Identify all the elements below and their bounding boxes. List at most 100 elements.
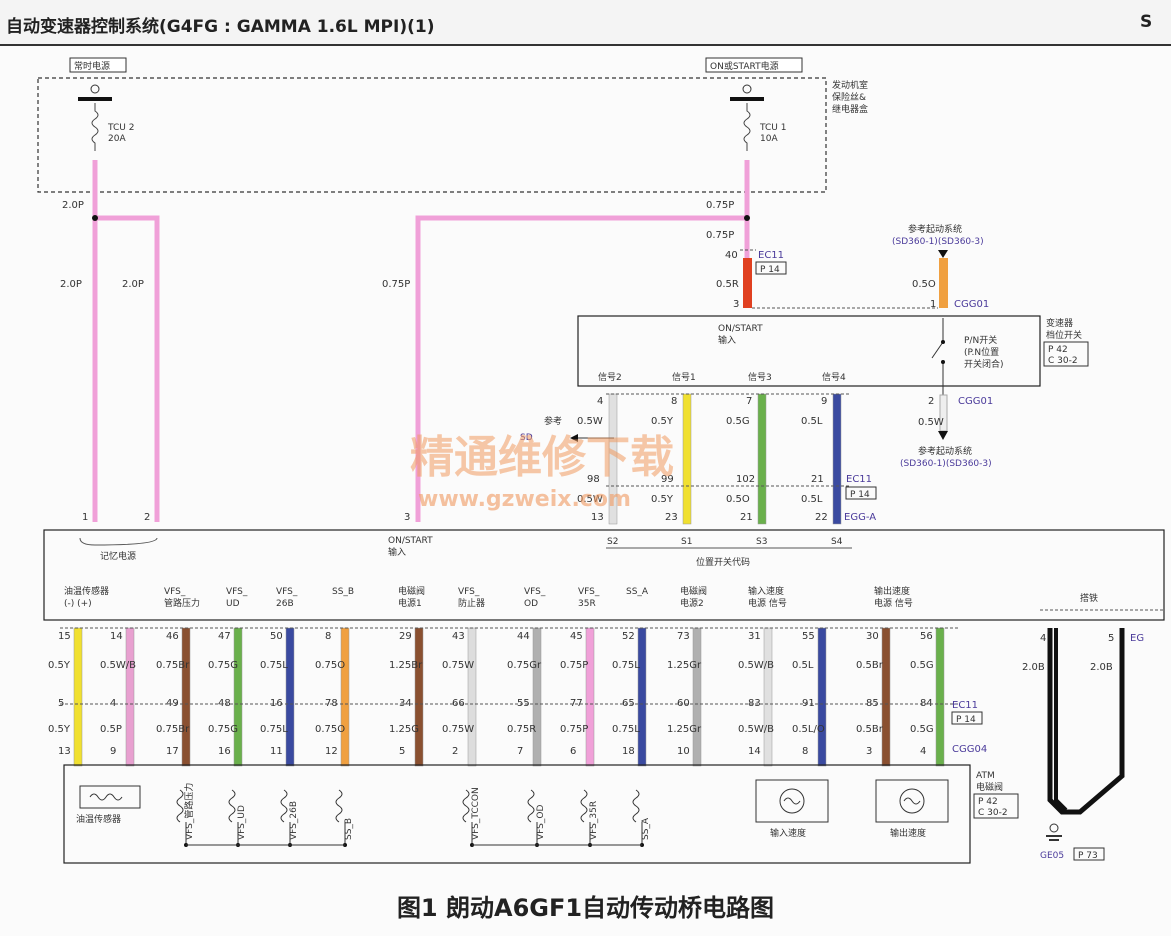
ground-wire-2	[1054, 628, 1068, 812]
tcm-label: 电磁阀	[398, 585, 425, 597]
bottom-wire-label-1: 0.5G	[910, 660, 934, 671]
ground-conn: EG	[1130, 633, 1144, 644]
bottom-pin-1: 14	[110, 631, 123, 642]
bottom-pin-3: 4	[920, 746, 926, 757]
range-switch-on-start: ON/START	[718, 324, 763, 334]
range-switch-sig1: 信号1	[672, 371, 696, 383]
bottom-pin-3: 7	[517, 746, 523, 757]
signal-top-pin: 7	[746, 396, 752, 407]
pin-40: 40	[725, 250, 738, 261]
oil-temp-sensor-icon	[79, 785, 141, 809]
signal-mid-wire-label: 0.5O	[726, 494, 750, 505]
signal-ref-arrow	[570, 434, 578, 442]
start-ref-bottom-wire: 0.5W	[918, 417, 944, 428]
conn-ec11-top: EC11	[758, 250, 784, 261]
bottom-wire	[233, 627, 243, 767]
ref-p14-bottom: P 14	[956, 715, 976, 725]
bottom-pin-3: 8	[802, 746, 808, 757]
bottom-pin-3: 10	[677, 746, 690, 757]
bottom-pin-1: 43	[452, 631, 465, 642]
ground-ge05: GE05	[1040, 851, 1064, 861]
bottom-pin-2: 83	[748, 698, 761, 709]
signal-wire-group: 40.5W9813S280.5Y9923S170.5G10221S390.5L2…	[577, 393, 843, 547]
bottom-wire-label-2: 1.25Gr	[667, 724, 702, 735]
bottom-pin-1: 55	[802, 631, 815, 642]
bottom-wire-label-2: 0.5P	[100, 724, 122, 735]
ground-wire	[1047, 628, 1125, 815]
bottom-wire	[73, 627, 83, 767]
watermark-line1: 精通维修下载	[410, 432, 674, 483]
battery-label: 常时电源	[74, 60, 110, 72]
out_speed-sensor-label: 输出速度	[890, 827, 926, 839]
bottom-wire	[181, 627, 191, 767]
bottom-wire-group: 150.5Y50.5Y13140.5W/B40.5P9460.75Br490.7…	[48, 627, 945, 767]
splice-memory	[92, 215, 98, 221]
bottom-pin-3: 18	[622, 746, 635, 757]
conn-cgg01-top: CGG01	[954, 299, 989, 310]
bottom-pin-3: 2	[452, 746, 458, 757]
solenoid-label: VFS_TCCON	[471, 787, 481, 840]
bottom-pin-1: 46	[166, 631, 179, 642]
wire-label-075p-left: 0.75P	[382, 279, 410, 290]
bottom-pin-3: 6	[570, 746, 576, 757]
tcm-pin-3: 3	[404, 512, 410, 523]
wire-05o	[939, 258, 948, 308]
signal-code: S3	[756, 537, 767, 547]
solenoid-label: VFS_OD	[536, 805, 546, 840]
signal-wire-label: 0.5W	[577, 416, 603, 427]
tcm-label: VFS_	[164, 587, 186, 597]
bottom-wire	[817, 627, 827, 767]
tcm-pin-2: 2	[144, 512, 150, 523]
bottom-wire-label-2: 0.75L	[260, 724, 288, 735]
bottom-pin-1: 29	[399, 631, 412, 642]
bottom-pin-2: 91	[802, 698, 815, 709]
bottom-wire-label-2: 0.75P	[560, 724, 588, 735]
bottom-wire	[881, 627, 891, 767]
solenoid-coil-icon	[228, 789, 236, 823]
signal-bottom-pin: 13	[591, 512, 604, 523]
atm-ref-c302: C 30-2	[978, 808, 1008, 818]
watermark-line2: www.gzweix.com	[418, 487, 631, 512]
atm-ref-box	[973, 793, 1019, 819]
tcm-sublabel: (-) (+)	[64, 599, 92, 609]
tcm-input-label: 输入	[388, 546, 406, 558]
wire-label-2-0p-left: 2.0P	[60, 279, 82, 290]
bottom-pin-3: 9	[110, 746, 116, 757]
solenoid-coil-icon	[632, 789, 640, 823]
range-switch-ref1: P 42	[1048, 345, 1068, 355]
out_speed-sensor-box	[875, 779, 949, 823]
bottom-wire-label-2: 0.75L	[612, 724, 640, 735]
oil-temp-resistor-icon	[89, 793, 123, 801]
tcm-memory-label: 记忆电源	[100, 550, 136, 562]
signal-wire-label: 0.5Y	[651, 416, 674, 427]
bottom-pin-3: 17	[166, 746, 179, 757]
bottom-wire-label-1: 0.5L	[792, 660, 814, 671]
ref-p14-top: P 14	[760, 265, 780, 275]
start-ref-top-text: 参考起动系统	[908, 223, 962, 235]
bottom-wire	[467, 627, 477, 767]
in_speed-sensor-label: 输入速度	[770, 827, 806, 839]
atm-ref-p42: P 42	[978, 797, 998, 807]
wire-05r	[743, 258, 752, 308]
tcm-label: VFS_	[578, 587, 600, 597]
fuse-tcu2-icon	[91, 103, 99, 151]
conn-cgg04: CGG04	[952, 744, 987, 755]
bottom-wire	[935, 627, 945, 767]
memory-brace	[79, 537, 158, 546]
splice-on-start	[744, 215, 750, 221]
signal-code: S1	[681, 537, 692, 547]
signal-top-pin: 8	[671, 396, 677, 407]
pn-switch-contact-2	[941, 360, 945, 364]
oil-temp-sensor-label: 油温传感器	[76, 813, 121, 825]
bottom-wire-label-1: 0.5Br	[856, 660, 884, 671]
bottom-pin-1: 47	[218, 631, 231, 642]
solenoid-coil-icon	[580, 789, 588, 823]
signal-wire-s4	[832, 393, 842, 525]
pn-switch-2: (P.N位置	[964, 346, 999, 358]
bottom-wire	[414, 627, 424, 767]
bottom-wire-label-2: 0.75G	[208, 724, 238, 735]
wire-memory-2	[95, 215, 160, 522]
wire-label-05r: 0.5R	[716, 279, 739, 290]
